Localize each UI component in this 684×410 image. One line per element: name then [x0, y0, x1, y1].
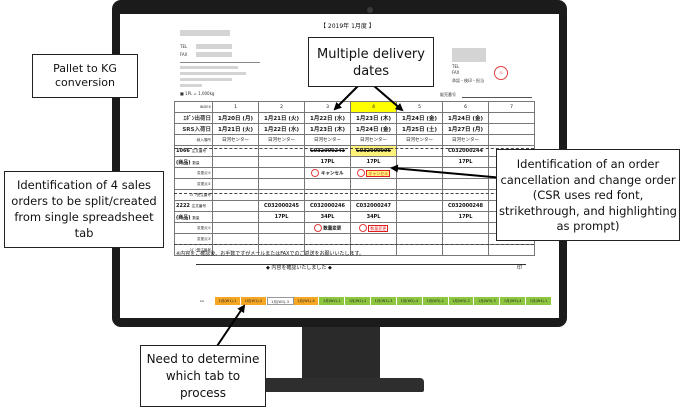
order-group-divider — [174, 193, 534, 194]
monitor-stand-base — [258, 378, 424, 392]
return-notice: ※内容をご確認後、お手数ですがメールまたはFAXでのご返送をお願いいたします。 — [176, 251, 364, 257]
header-right-fax: FAX — [452, 70, 460, 75]
callout-which-tab: Need to determine which tab to process — [140, 345, 266, 407]
order-no-label: 注文番号 — [191, 149, 207, 153]
sheet-tab[interactable]: 1月(W1)-4 — [293, 297, 320, 305]
order-number-field[interactable] — [462, 97, 532, 98]
sheet-tab[interactable]: 1月(W2)-3 — [371, 297, 397, 305]
destination-row: 納入場所 日河センター 日河センター 日河センター 日河センター 日河センター … — [174, 134, 535, 146]
arrow-delivery-right — [373, 85, 404, 112]
sheet-tab[interactable]: 1月(W3)-1 — [422, 297, 449, 305]
arrow-delivery-left — [333, 85, 359, 111]
group2-extra-row: ｴﾎﾞﾝ受注番号 — [174, 244, 535, 256]
header-fax-label: FAX — [180, 52, 188, 57]
confirmation-text: ◆ 内容を確認いたしました ◆ — [266, 265, 332, 271]
callout-cancellation: Identification of an order cancellation … — [496, 149, 680, 241]
seal-icon — [358, 224, 367, 232]
order-group-divider — [174, 244, 534, 245]
seal-icon — [313, 224, 322, 232]
order-group-divider — [174, 148, 534, 149]
pallet-conversion-note: ■ 1PL = 1,000kg — [180, 91, 215, 96]
group1-name: (商品) — [176, 159, 191, 166]
change-label-red: 数量変更 — [368, 224, 389, 232]
monitor-stand-neck — [302, 327, 380, 379]
header-right-tel: TEL — [452, 64, 460, 69]
cancel-label-red: キャンセル — [366, 169, 391, 177]
sheet-tab[interactable]: 1月(W4)-1 — [526, 297, 552, 305]
change-label: 数量変更 — [323, 226, 342, 232]
qty-label: 数量 — [192, 215, 200, 220]
sheet-tab[interactable]: 1月(W2)-4 — [396, 297, 423, 305]
qty-label: 数量 — [192, 160, 200, 165]
group2-change2-row: 変更点② — [174, 233, 535, 245]
group2-name: (商品) — [176, 214, 191, 221]
header-tel-label: TEL — [180, 44, 188, 49]
ship-date-row: ｴﾎﾞﾝ出荷日 1月20日 (月) 1月21日 (火) 1月22日 (水) 1月… — [174, 112, 535, 124]
seal-icon — [356, 169, 365, 177]
order-no-label: 注文番号 — [191, 204, 207, 208]
header-approval: 承認・検印・担当 — [452, 78, 484, 83]
redacted-address-line-3 — [180, 78, 232, 81]
header-rule — [180, 62, 260, 63]
confirmation-stamp: 印 — [516, 265, 522, 271]
order-number-label: 販売番号 — [440, 92, 456, 97]
sheet-tab[interactable]: 1月(W2)-2 — [345, 297, 372, 305]
tab-scroll-icon[interactable]: ◂ ▸ — [190, 297, 215, 305]
sheet-tab-bar: ◂ ▸ 1月(W1)-1 1月(W1)-2 1月(W1)-3 1月(W1)-4 … — [190, 297, 552, 305]
redacted-address-line-4 — [180, 84, 202, 87]
sheet-tab[interactable]: 1月(W1)-2 — [240, 297, 267, 305]
redacted-company-block — [180, 30, 230, 36]
redacted-tel — [196, 44, 232, 49]
webcam-icon — [367, 7, 373, 13]
confirmation-line: ◆ 内容を確認いたしました ◆ 印 — [196, 264, 526, 271]
callout-delivery-dates: Multiple delivery dates — [308, 37, 434, 87]
sheet-tab[interactable]: 1月(W3)-3 — [474, 297, 501, 305]
redacted-fax — [196, 52, 232, 57]
cancel-label: キャンセル — [321, 171, 344, 177]
sheet-title: 【 2019年 1月度 】 — [320, 23, 375, 30]
red-seal-stamp: 印 — [494, 66, 508, 80]
callout-sales-orders: Identification of 4 sales orders to be s… — [4, 171, 164, 248]
redacted-supplier-logo — [452, 48, 486, 62]
redacted-address-line-2 — [180, 72, 246, 75]
group2-code: 2222 — [176, 203, 190, 209]
sheet-tab[interactable]: 1月(W3)-4 — [500, 297, 527, 305]
sheet-tab[interactable]: 1月(W3)-2 — [448, 297, 475, 305]
sheet-tab[interactable]: 1月(W1)-1 — [215, 297, 241, 305]
redacted-address-line-1 — [180, 66, 238, 69]
callout-pallet-conversion: Pallet to KG conversion — [32, 54, 138, 98]
group1-code: 1066 — [176, 148, 190, 154]
sheet-tab-active[interactable]: 1月(W1)-3 — [266, 297, 294, 305]
sheet-tab[interactable]: 1月(W2)-1 — [319, 297, 346, 305]
seal-icon — [311, 169, 320, 177]
